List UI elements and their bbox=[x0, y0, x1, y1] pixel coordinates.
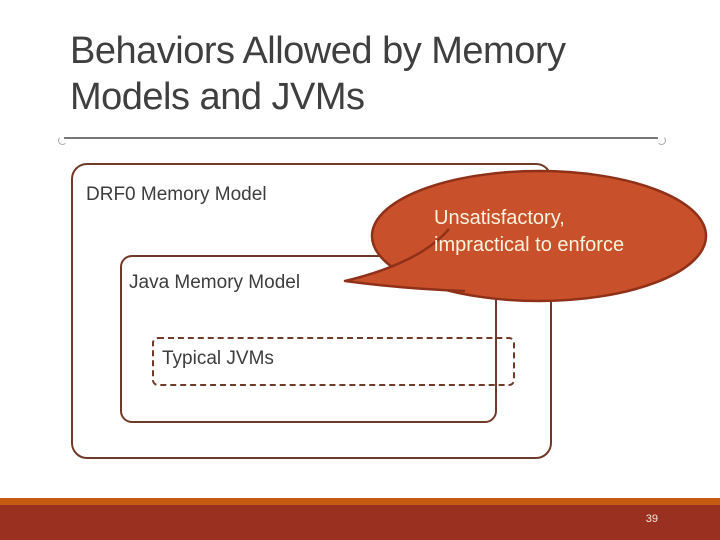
rule-curl-left-icon bbox=[58, 136, 67, 145]
drf0-memory-model-box bbox=[71, 163, 552, 459]
page-title: Behaviors Allowed by Memory Models and J… bbox=[70, 30, 566, 118]
footer-bar bbox=[0, 505, 720, 540]
typical-jvms-label: Typical JVMs bbox=[162, 348, 274, 369]
title-underline bbox=[64, 137, 658, 139]
drf0-memory-model-label: DRF0 Memory Model bbox=[86, 184, 267, 205]
callout-text-line2: impractical to enforce bbox=[434, 234, 625, 256]
java-memory-model-box bbox=[120, 255, 497, 423]
footer-accent-strip bbox=[0, 498, 720, 505]
page-number: 39 bbox=[645, 513, 658, 525]
rule-curl-right-icon bbox=[657, 136, 666, 145]
java-memory-model-label: Java Memory Model bbox=[129, 272, 301, 293]
callout-text: Unsatisfactory, impractical to enforce bbox=[434, 205, 684, 259]
typical-jvms-box bbox=[152, 337, 515, 386]
callout-text-line1: Unsatisfactory, bbox=[434, 207, 565, 229]
